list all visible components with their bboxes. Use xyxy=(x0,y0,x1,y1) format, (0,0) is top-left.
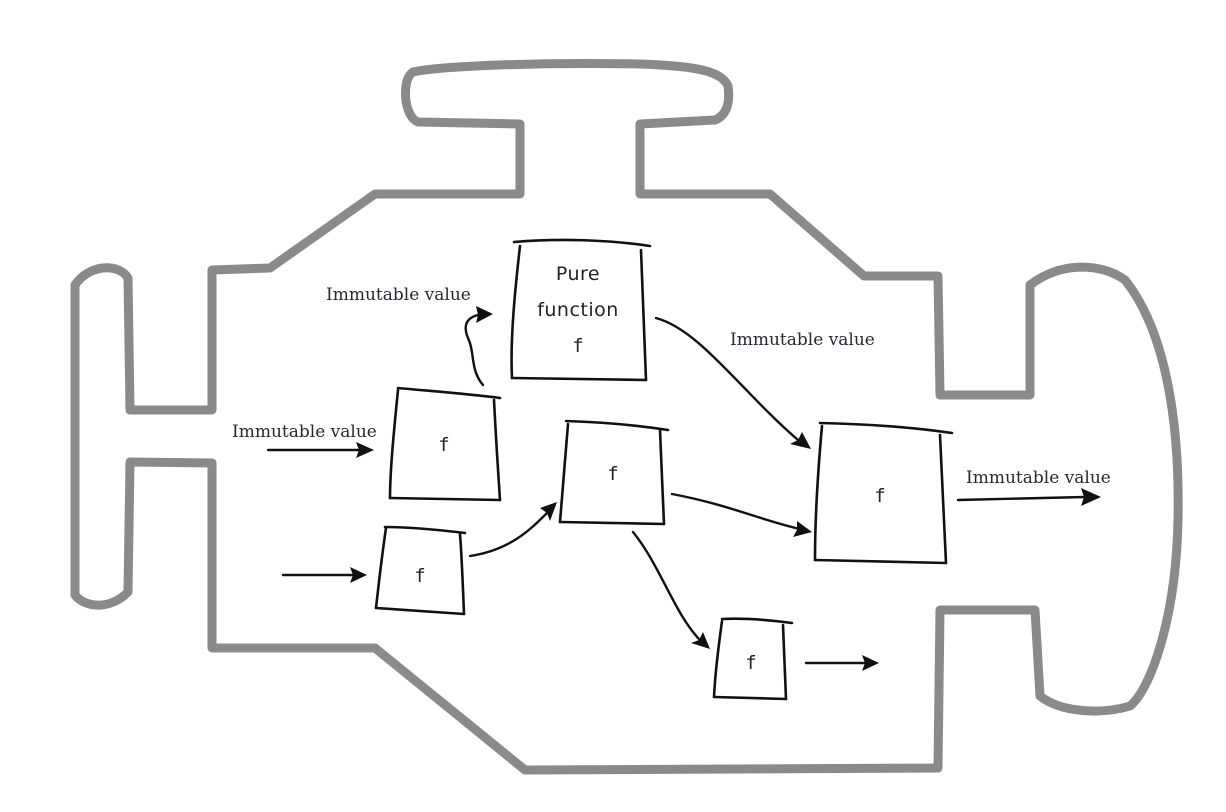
function-box-middle-label: f xyxy=(607,463,618,485)
immutable-value-label-top: Immutable value xyxy=(326,285,471,305)
engine-outline xyxy=(70,58,1183,775)
immutable-value-label-right: Immutable value xyxy=(966,468,1111,488)
function-box-right: f xyxy=(813,421,954,565)
arrow-pure-to-right xyxy=(654,316,811,449)
arrow-out-of-right xyxy=(956,488,1101,506)
function-box-upper-left: f xyxy=(388,386,502,502)
arrow-into-lower-left xyxy=(281,567,367,583)
function-box-lower-left: f xyxy=(374,525,467,616)
arrow-into-upper-left xyxy=(266,442,374,458)
function-box-right-label: f xyxy=(874,485,885,507)
function-box-middle: f xyxy=(558,419,670,526)
pure-function-box: Pure function f xyxy=(510,238,652,382)
function-box-bottom: f xyxy=(712,617,794,701)
function-box-lower-left-label: f xyxy=(414,565,425,587)
immutable-value-label-left: Immutable value xyxy=(232,422,377,442)
function-box-upper-left-label: f xyxy=(438,434,449,456)
arrow-middle-to-bottom xyxy=(631,530,710,649)
arrow-out-of-bottom xyxy=(804,655,879,671)
immutable-value-label-mid: Immutable value xyxy=(730,330,875,350)
arrow-lower-left-to-middle xyxy=(468,502,557,558)
pure-function-label-line2: function xyxy=(537,299,619,321)
arrow-middle-to-right xyxy=(670,492,812,537)
arrow-squiggle-to-pure xyxy=(464,306,493,387)
pure-function-label-line3: f xyxy=(572,335,583,357)
pure-function-label-line1: Pure xyxy=(556,263,600,285)
function-box-bottom-label: f xyxy=(745,652,756,674)
